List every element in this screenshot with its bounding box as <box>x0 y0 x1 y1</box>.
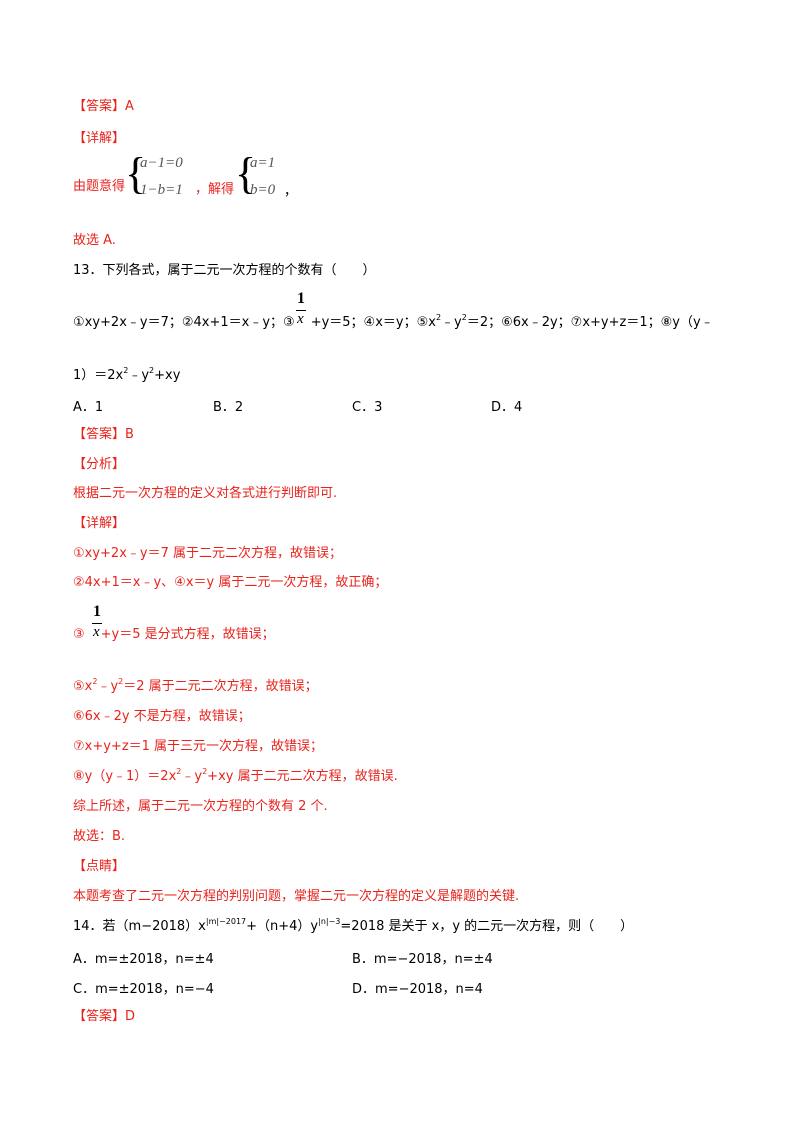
fraction-numerator: 1 <box>297 290 305 307</box>
exponent: |n|−3 <box>318 917 341 926</box>
superscript: 2 <box>435 313 442 322</box>
q13-option-b: B．2 <box>213 400 244 415</box>
fraction-denominator: x <box>297 311 304 327</box>
q13-items-part-c: ﹣y <box>441 315 462 330</box>
fraction-bar <box>296 310 306 311</box>
left-brace-icon: { <box>125 149 147 198</box>
q13-detail-5-part-c: ＝2 属于二元二次方程，故错误； <box>123 679 318 694</box>
superscript: 2 <box>92 677 98 686</box>
q12-detail-heading: 【详解】 <box>73 131 126 146</box>
fraction-bar <box>92 623 102 624</box>
q12-equation-2: 1−b=1 <box>140 182 183 198</box>
q12-solution-2: b=0 <box>250 182 276 198</box>
q14-option-a: A．m=±2018，n=±4 <box>73 952 214 967</box>
q14-option-c: C．m=±2018，n=−4 <box>73 982 214 997</box>
q12-answer: 【答案】A <box>73 99 134 114</box>
q13-items-line1: ①xy+2x﹣y＝7；②4x+1＝x﹣y；③+y＝5；④x＝y；⑤x2﹣y2＝2… <box>73 314 714 332</box>
q13-detail-3: ③ +y＝5 是分式方程，故错误； <box>73 626 275 644</box>
q13-option-d: D．4 <box>491 400 523 415</box>
q13-detail-7: ⑦x+y+z＝1 属于三元一次方程，故错误； <box>73 739 324 754</box>
q14-stem: 14．若（m−2018）x|m|−2017+（n+4）y|n|−3=2018 是… <box>73 918 633 936</box>
superscript: 2 <box>461 313 467 322</box>
q13-line2-part-a: 1）＝2x <box>73 368 124 383</box>
q13-detail-3-mark: ③ <box>73 627 85 642</box>
q13-analysis: 根据二元一次方程的定义对各式进行判断即可. <box>73 486 338 501</box>
q13-line2-part-b: ﹣y <box>128 368 150 383</box>
q14-stem-part-b: +（n+4）y <box>246 919 319 934</box>
q13-detail-3-text: +y＝5 是分式方程，故错误； <box>100 627 275 642</box>
q13-detail-8: ⑧y（y﹣1）＝2x2﹣y2+xy 属于二元二次方程，故错误. <box>73 768 398 786</box>
superscript: 2 <box>149 366 155 375</box>
q13-detail-2: ②4x+1＝x﹣y、④x＝y 属于二元一次方程，故正确； <box>73 575 388 590</box>
q13-items-part-a: ①xy+2x﹣y＝7；②4x+1＝x﹣y；③ <box>73 315 295 330</box>
q13-option-c: C．3 <box>352 400 383 415</box>
q13-comment-heading: 【点睛】 <box>73 859 126 874</box>
q13-detail-8-part-b: ﹣y <box>181 769 203 784</box>
q13-items-line2: 1）＝2x2﹣y2+xy <box>73 367 180 385</box>
q13-analysis-heading: 【分析】 <box>73 457 126 472</box>
fraction-denominator: x <box>93 624 100 640</box>
q13-detail-5-part-b: ﹣y <box>97 679 119 694</box>
superscript: 2 <box>118 677 124 686</box>
q12-solution-comma: ， <box>284 184 298 199</box>
q12-solve-text: ，解得 <box>195 182 235 197</box>
q13-detail-heading: 【详解】 <box>73 516 126 531</box>
q13-detail-5: ⑤x2﹣y2＝2 属于二元二次方程，故错误； <box>73 678 318 696</box>
left-brace-icon: { <box>235 149 257 198</box>
q14-stem-part-a: 14．若（m−2018）x <box>73 919 206 934</box>
q13-choice: 故选：B. <box>73 829 126 844</box>
q14-option-b: B．m=−2018，n=±4 <box>352 952 493 967</box>
exponent: |m|−2017 <box>205 917 247 926</box>
q13-answer: 【答案】B <box>73 427 134 442</box>
superscript: 2 <box>202 767 208 776</box>
q13-stem: 13．下列各式，属于二元一次方程的个数有（ ） <box>73 263 376 278</box>
q13-option-a: A．1 <box>73 400 104 415</box>
q13-summary: 综上所述，属于二元一次方程的个数有 2 个. <box>73 799 328 814</box>
superscript: 2 <box>123 366 129 375</box>
q13-detail-1: ①xy+2x﹣y＝7 属于二元二次方程，故错误； <box>73 546 342 561</box>
q14-answer: 【答案】D <box>73 1009 136 1024</box>
q13-items-part-b: +y＝5；④x＝y；⑤x <box>310 315 436 330</box>
q13-comment: 本题考查了二元一次方程的判别问题，掌握二元一次方程的定义是解题的关键. <box>73 889 520 904</box>
q13-detail-8-part-c: +xy 属于二元二次方程，故错误. <box>207 769 398 784</box>
q12-equation-1: a−1=0 <box>140 155 183 171</box>
q14-option-d: D．m=−2018，n=4 <box>352 982 483 997</box>
q13-detail-8-part-a: ⑧y（y﹣1）＝2x <box>73 769 177 784</box>
superscript: 2 <box>176 767 182 776</box>
q13-items-part-d: ＝2；⑥6x﹣2y；⑦x+y+z＝1；⑧y（y﹣ <box>466 315 714 330</box>
q14-stem-part-c: =2018 是关于 x，y 的二元一次方程，则（ ） <box>340 919 634 934</box>
q12-solution-1: a=1 <box>250 155 276 171</box>
q12-conclusion: 故选 A. <box>73 233 116 248</box>
q12-detail-prefix: 由题意得 <box>73 179 126 194</box>
q13-detail-5-part-a: ⑤x <box>73 679 93 694</box>
q13-detail-6: ⑥6x﹣2y 不是方程，故错误； <box>73 709 251 724</box>
q13-line2-part-c: +xy <box>154 368 181 383</box>
fraction-numerator: 1 <box>93 603 101 620</box>
